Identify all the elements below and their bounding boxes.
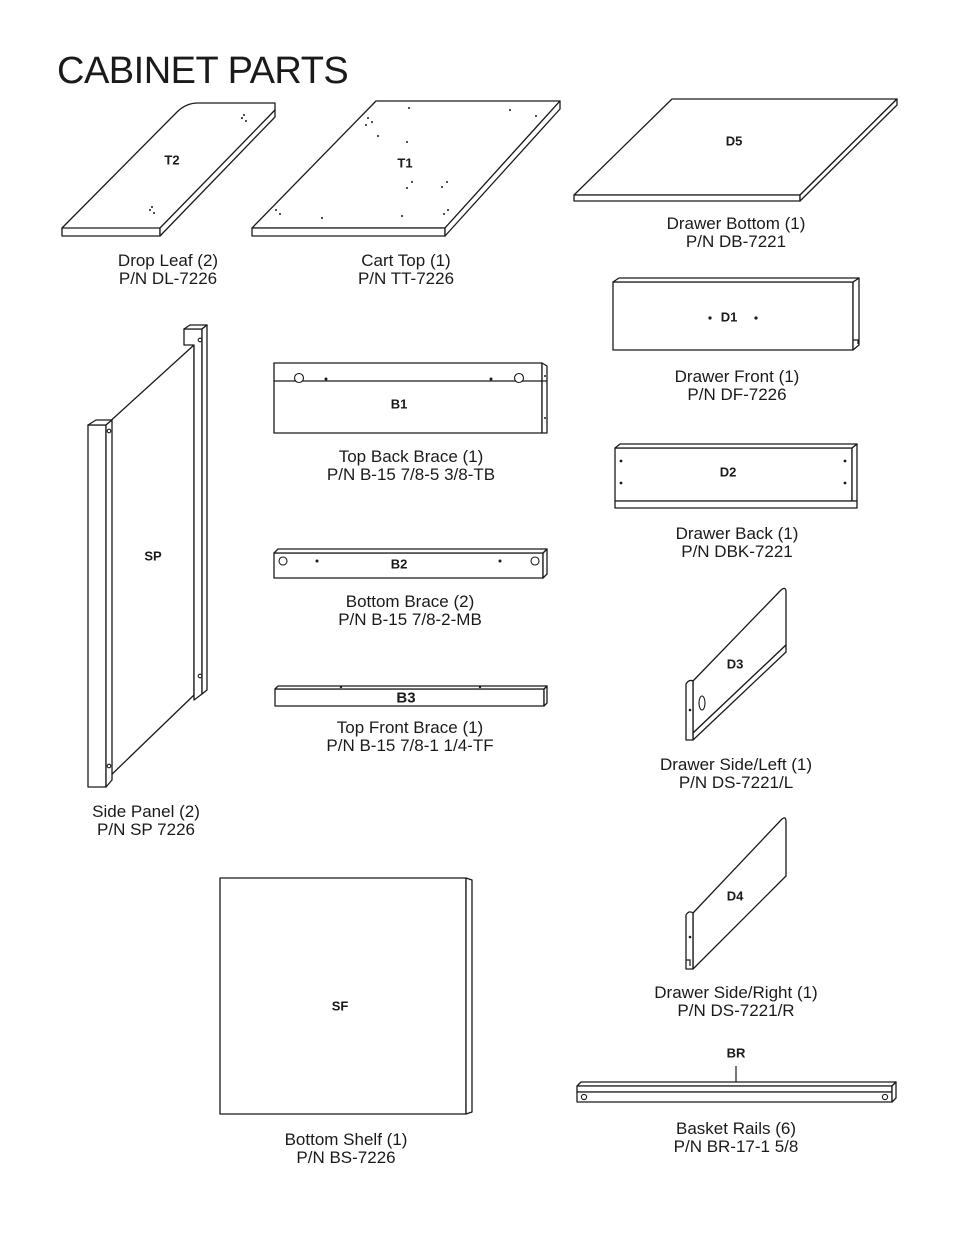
drawer-bottom-code: D5 (725, 133, 743, 149)
drawer-front-pn: P/N DF-7226 (687, 385, 787, 404)
drop-leaf-name: Drop Leaf (2) (117, 251, 219, 270)
top-front-brace-name: Top Front Brace (1) (336, 718, 484, 737)
drawer-side-right-name: Drawer Side/Right (1) (654, 983, 818, 1002)
side-panel-pn: P/N SP 7226 (97, 820, 195, 839)
drawer-side-left-drawing (685, 587, 787, 741)
drawer-side-left-name: Drawer Side/Left (1) (659, 755, 813, 774)
drawer-front-drawing (612, 277, 860, 351)
cart-top-name: Cart Top (1) (361, 251, 451, 270)
bottom-brace-pn: P/N B-15 7/8-2-MB (338, 610, 482, 629)
basket-rails-pn: P/N BR-17-1 5/8 (673, 1137, 799, 1156)
bottom-brace-drawing (273, 548, 548, 579)
drawer-back-drawing (614, 443, 858, 509)
bottom-shelf-drawing (219, 877, 473, 1115)
drop-leaf-caption: Drop Leaf (2) P/N DL-7226 (118, 252, 218, 288)
bottom-brace-code: B2 (390, 556, 408, 572)
top-back-brace-drawing (273, 362, 548, 434)
top-back-brace-pn: P/N B-15 7/8-5 3/8-TB (326, 465, 496, 484)
bottom-shelf-caption: Bottom Shelf (1) P/N BS-7226 (285, 1131, 408, 1167)
side-panel-drawing (87, 324, 208, 788)
cart-top-code: T1 (397, 155, 413, 171)
top-front-brace-code: B3 (396, 689, 416, 707)
drawer-side-left-code: D3 (726, 656, 744, 672)
bottom-shelf-code: SF (331, 998, 349, 1014)
page-title: CABINET PARTS (57, 50, 349, 92)
drawer-front-code: D1 (720, 309, 738, 325)
side-panel-caption: Side Panel (2) P/N SP 7226 (92, 803, 200, 839)
drop-leaf-pn: P/N DL-7226 (118, 269, 218, 288)
basket-rails-name: Basket Rails (6) (676, 1119, 796, 1138)
drawer-back-code: D2 (719, 464, 737, 480)
top-back-brace-code: B1 (390, 396, 408, 412)
side-panel-name: Side Panel (2) (92, 802, 200, 821)
drawer-back-name: Drawer Back (1) (675, 524, 799, 543)
top-back-brace-caption: Top Back Brace (1) P/N B-15 7/8-5 3/8-TB (327, 448, 495, 484)
top-front-brace-caption: Top Front Brace (1) P/N B-15 7/8-1 1/4-T… (326, 719, 493, 755)
drawer-back-pn: P/N DBK-7221 (681, 542, 793, 561)
top-front-brace-pn: P/N B-15 7/8-1 1/4-TF (326, 736, 494, 755)
drawer-side-left-caption: Drawer Side/Left (1) P/N DS-7221/L (660, 756, 812, 792)
drop-leaf-drawing (61, 102, 276, 237)
drop-leaf-code: T2 (164, 152, 180, 168)
drawer-side-left-pn: P/N DS-7221/L (678, 773, 794, 792)
drawer-side-right-pn: P/N DS-7221/R (677, 1001, 795, 1020)
bottom-shelf-pn: P/N BS-7226 (296, 1148, 396, 1167)
basket-rails-caption: Basket Rails (6) P/N BR-17-1 5/8 (674, 1120, 799, 1156)
drawer-front-name: Drawer Front (1) (674, 367, 800, 386)
top-front-brace-drawing (274, 685, 548, 707)
drawer-side-right-code: D4 (726, 888, 744, 904)
side-panel-code: SP (144, 548, 162, 564)
cart-top-caption: Cart Top (1) P/N TT-7226 (358, 252, 454, 288)
bottom-brace-name: Bottom Brace (2) (345, 592, 475, 611)
top-back-brace-name: Top Back Brace (1) (338, 447, 484, 466)
basket-rails-code: BR (726, 1045, 746, 1061)
basket-rails-drawing (576, 1066, 897, 1103)
cart-top-drawing (251, 100, 561, 237)
drawer-front-caption: Drawer Front (1) P/N DF-7226 (675, 368, 800, 404)
drawer-bottom-name: Drawer Bottom (1) (666, 214, 806, 233)
drawer-bottom-caption: Drawer Bottom (1) P/N DB-7221 (667, 215, 806, 251)
drawer-back-caption: Drawer Back (1) P/N DBK-7221 (676, 525, 799, 561)
cart-top-pn: P/N TT-7226 (357, 269, 455, 288)
drawer-side-right-caption: Drawer Side/Right (1) P/N DS-7221/R (654, 984, 817, 1020)
drawer-bottom-drawing (573, 98, 898, 202)
drawer-side-right-drawing (685, 817, 787, 970)
drawer-bottom-pn: P/N DB-7221 (685, 232, 787, 251)
bottom-shelf-name: Bottom Shelf (1) (284, 1130, 408, 1149)
bottom-brace-caption: Bottom Brace (2) P/N B-15 7/8-2-MB (338, 593, 482, 629)
